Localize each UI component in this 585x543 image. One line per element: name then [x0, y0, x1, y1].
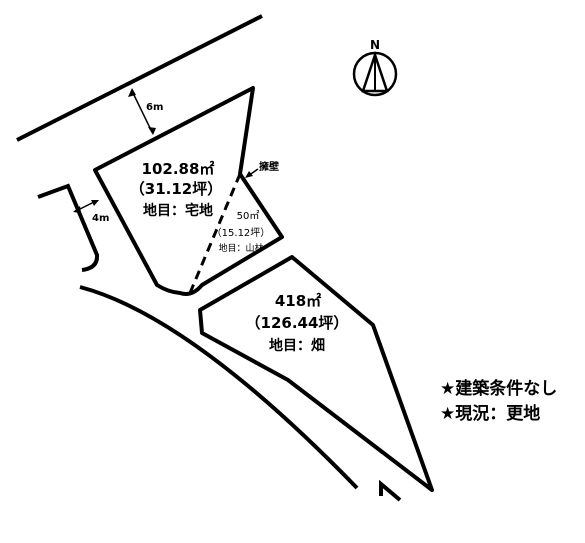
lot-small-area: 50㎡ [237, 210, 260, 222]
dimension-arrow-6m [128, 88, 156, 135]
lot-small-category: 地目：山林 [218, 242, 263, 254]
road-width-main: 6m [146, 102, 163, 113]
lot-lower-category: 地目：畑 [269, 337, 325, 354]
lot-small-tsubo: （15.12坪） [212, 226, 271, 239]
north-arrow-icon [352, 51, 398, 97]
note-current-status: ★現況：更地 [440, 404, 541, 424]
road-edge-side [37, 183, 100, 272]
lot-split-line [188, 173, 242, 294]
road-width-side: 4m [92, 213, 109, 224]
lot-lower-area: 418㎡ [275, 292, 321, 310]
conditions-notes: ★建築条件なし ★現況：更地 [440, 377, 557, 427]
north-label: N [370, 38, 380, 52]
lot-upper-tsubo: （31.12坪） [130, 180, 222, 198]
lot-upper-category: 地目：宅地 [143, 202, 213, 219]
lot-upper-area: 102.88㎡ [142, 160, 215, 178]
lot-lower-boundary [198, 255, 434, 492]
road-edge-lower [79, 285, 359, 490]
retaining-wall-arrow [245, 168, 259, 178]
dimension-arrow-4m [73, 200, 99, 213]
road-stub [379, 479, 402, 502]
road-edge-main [16, 14, 263, 142]
lot-lower-tsubo: （126.44坪） [246, 314, 349, 332]
lot-upper-boundary [93, 86, 284, 296]
note-building-conditions: ★建築条件なし [440, 379, 558, 399]
retaining-wall-label: 擁壁 [259, 160, 279, 173]
